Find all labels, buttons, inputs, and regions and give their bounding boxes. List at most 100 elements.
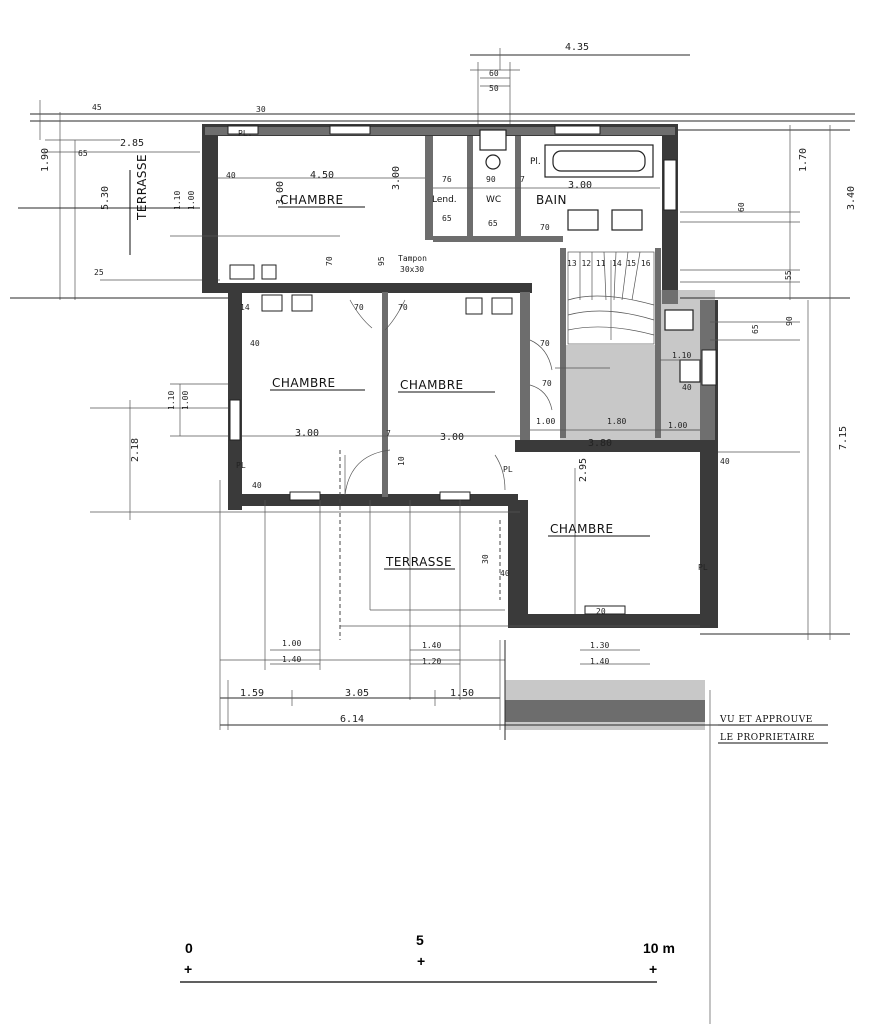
dim-140-bottom-a: 1.40 bbox=[282, 655, 301, 664]
dim-65-right: 65 bbox=[751, 324, 760, 334]
dim-450: 4.50 bbox=[310, 170, 334, 181]
misc-labels: PL. Pl. PL PL PL Tampon 30x30 bbox=[236, 129, 708, 572]
dim-40-stair: 40 bbox=[682, 383, 692, 392]
dim-40-terrace: 40 bbox=[500, 569, 510, 578]
dim-7-mid: 7 bbox=[386, 429, 391, 438]
dim-130: 1.30 bbox=[590, 641, 609, 650]
dim-380: 3.80 bbox=[588, 438, 612, 449]
room-labels: CHAMBRE CHAMBRE CHAMBRE CHAMBRE WC BAIN … bbox=[270, 193, 650, 570]
terrasse-left: TERRASSE bbox=[129, 154, 149, 255]
dim-40-bottom-left: 40 bbox=[252, 481, 262, 490]
dim-60: 60 bbox=[489, 69, 499, 78]
dim-70-bain: 70 bbox=[540, 223, 550, 232]
dim-190: 1.90 bbox=[40, 148, 51, 172]
dim-100-stair-left: 1.00 bbox=[536, 417, 555, 426]
dim-90-top: 90 bbox=[486, 175, 496, 184]
dim-55: 55 bbox=[784, 270, 793, 280]
dim-180: 1.80 bbox=[607, 417, 626, 426]
dim-95: 95 bbox=[377, 256, 386, 266]
dim-110-top: 1.10 bbox=[173, 191, 182, 210]
dim-300-vert-a: 3.00 bbox=[275, 181, 286, 205]
dim-70-e: 70 bbox=[542, 379, 552, 388]
label-pl-top: Pl. bbox=[530, 157, 541, 167]
dim-300-bottom-b: 3.00 bbox=[440, 432, 464, 443]
scale-mark-5: 5 bbox=[416, 932, 424, 948]
room-label-lend: Lend. bbox=[432, 195, 457, 205]
dim-90-right: 90 bbox=[785, 316, 794, 326]
room-label-chambre-top: CHAMBRE bbox=[280, 193, 344, 207]
dim-76: 76 bbox=[442, 175, 452, 184]
dim-7-top: 7 bbox=[520, 175, 525, 184]
top-dimension-lines: 4.35 60 50 2.85 1.90 45 65 5.30 25 30 bbox=[10, 42, 855, 300]
right-dimension-lines: 1.70 3.40 60 55 90 65 7.15 40 bbox=[678, 125, 857, 640]
label-pl-left: PL bbox=[236, 461, 246, 470]
room-label-chambre-left: CHAMBRE bbox=[272, 376, 336, 390]
dim-40-right: 40 bbox=[720, 457, 730, 466]
dim-stair-13-11: 13 12 11 bbox=[567, 259, 606, 268]
staircase bbox=[567, 251, 655, 345]
dim-40-left: 40 bbox=[250, 339, 260, 348]
label-pl-mid: PL bbox=[503, 465, 513, 474]
dim-305: 3.05 bbox=[345, 688, 369, 699]
interior-dimension-texts: 4.50 40 1.10 1.00 3.00 3.00 76 90 7 65 6… bbox=[173, 166, 692, 616]
dim-140-bottom-b: 1.40 bbox=[422, 641, 441, 650]
label-pl-top-left: PL. bbox=[238, 129, 252, 138]
dim-65-lend: 65 bbox=[442, 214, 452, 223]
scale-mark-10: 10 m bbox=[643, 940, 675, 956]
dim-40-top: 40 bbox=[226, 171, 236, 180]
dim-50: 50 bbox=[489, 84, 499, 93]
dim-stair-14-16: 14 15 16 bbox=[612, 259, 651, 268]
dim-65-wc: 65 bbox=[488, 219, 498, 228]
dim-total-top: 4.35 bbox=[565, 42, 589, 53]
dim-14: 14 bbox=[240, 303, 250, 312]
dim-295: 2.95 bbox=[578, 458, 589, 482]
dim-70-a: 70 bbox=[325, 256, 334, 266]
dim-300-bain: 3.00 bbox=[568, 180, 592, 191]
dim-150: 1.50 bbox=[450, 688, 474, 699]
dim-218: 2.18 bbox=[130, 438, 141, 462]
scale-tick-0: + bbox=[184, 961, 192, 977]
dim-65: 65 bbox=[78, 149, 88, 158]
dim-340: 3.40 bbox=[846, 186, 857, 210]
dim-45: 45 bbox=[92, 103, 102, 112]
dim-20: 20 bbox=[596, 607, 606, 616]
scale-tick-5: + bbox=[417, 953, 425, 969]
room-label-terrasse-bottom: TERRASSE bbox=[385, 555, 452, 569]
dim-100-left: 1.00 bbox=[181, 391, 190, 410]
room-label-terrasse-left: TERRASSE bbox=[135, 154, 149, 221]
bathroom-fixtures bbox=[479, 129, 701, 383]
dim-530: 5.30 bbox=[100, 186, 111, 210]
scale-bar: 0 5 10 m + + + bbox=[180, 932, 675, 983]
dim-285: 2.85 bbox=[120, 138, 144, 149]
dim-300-bottom-a: 3.00 bbox=[295, 428, 319, 439]
dim-715: 7.15 bbox=[838, 426, 849, 450]
left-lower-dimension-lines: 2.18 1.10 1.00 bbox=[129, 384, 190, 520]
dim-70-d: 70 bbox=[540, 339, 550, 348]
dim-30-terrace: 30 bbox=[481, 554, 490, 564]
label-pl-right: PL bbox=[698, 563, 708, 572]
room-label-wc: WC bbox=[486, 195, 501, 205]
room-label-chambre-right: CHAMBRE bbox=[550, 522, 614, 536]
dim-110-stair: 1.10 bbox=[672, 351, 691, 360]
interior-dimension-lines bbox=[90, 177, 700, 700]
label-tampon: Tampon bbox=[398, 254, 427, 263]
stamp-line-2: LE PROPRIETAIRE bbox=[720, 733, 815, 743]
bottom-dimension-lines: 1.59 3.05 1.50 6.14 1.00 1.40 1.40 1.20 … bbox=[219, 480, 720, 740]
dim-10: 10 bbox=[397, 456, 406, 466]
dim-110-left: 1.10 bbox=[167, 391, 176, 410]
dim-25: 25 bbox=[94, 268, 104, 277]
scale-tick-10: + bbox=[649, 961, 657, 977]
dim-60-right: 60 bbox=[737, 202, 746, 212]
dim-170: 1.70 bbox=[798, 148, 809, 172]
room-label-chambre-mid: CHAMBRE bbox=[400, 378, 464, 392]
dim-614: 6.14 bbox=[340, 714, 364, 725]
dim-140-bottom-c: 1.40 bbox=[590, 657, 609, 666]
dim-120: 1.20 bbox=[422, 657, 441, 666]
approval-stamp: VU ET APPROUVE LE PROPRIETAIRE bbox=[709, 690, 828, 1024]
stamp-line-1: VU ET APPROUVE bbox=[719, 715, 813, 725]
label-tampon-size: 30x30 bbox=[400, 265, 424, 274]
dim-159: 1.59 bbox=[240, 688, 264, 699]
dim-100-stair-right: 1.00 bbox=[668, 421, 687, 430]
room-label-bain: BAIN bbox=[536, 193, 567, 207]
